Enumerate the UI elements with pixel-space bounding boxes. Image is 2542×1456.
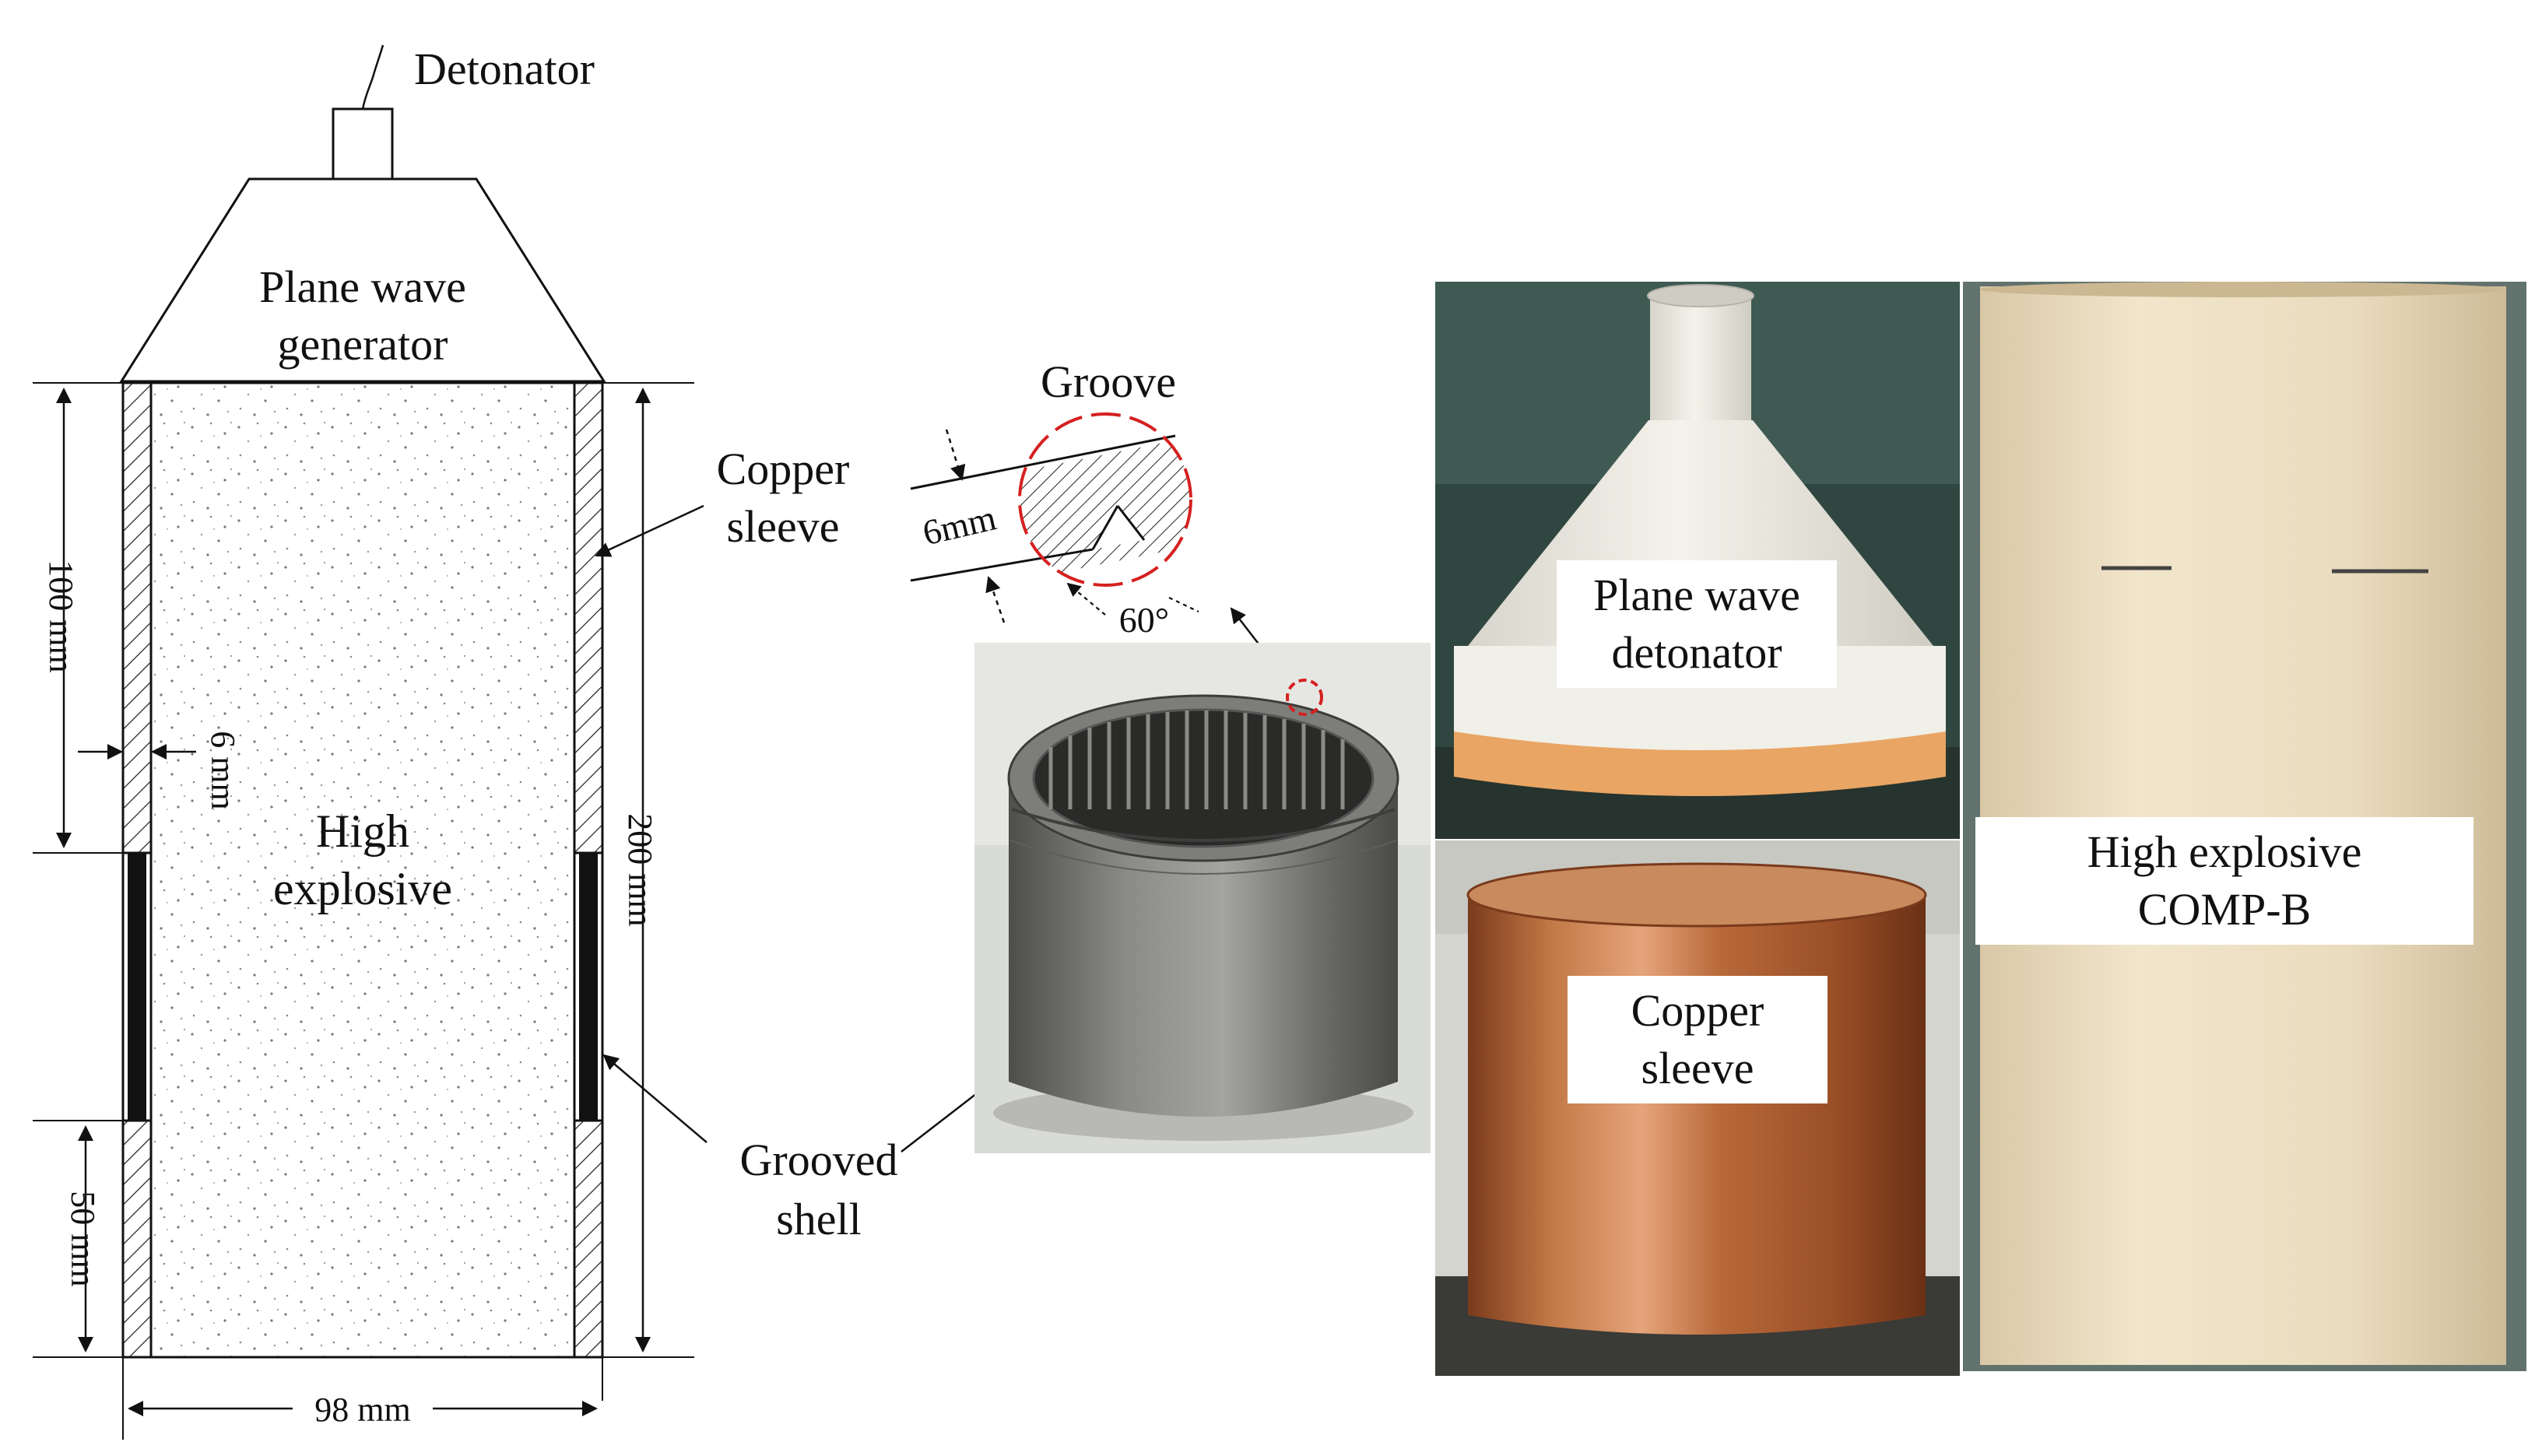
groove-detail: Groove 6mm 60° [910,356,1285,678]
dim-6-label: 6 mm [204,731,242,809]
high-explosive-charge [149,381,576,1359]
grooved-shell-label-2: shell [776,1194,862,1244]
groove-angle-arrow-1 [1066,582,1106,616]
pwd-orange-layer [1454,732,1946,796]
grooved-shell-leader-left [602,1054,707,1143]
dim-200-label: 200 mm [621,813,659,926]
explosive-label-1: High [316,805,409,857]
right-copper-sleeve-upper [573,381,604,854]
he-label-1: High explosive [2087,826,2362,877]
grooved-shell-label-1: Grooved [740,1135,898,1185]
groove-v-notch [1093,506,1144,549]
pwd-label-2: detonator [1611,627,1782,678]
pwd-neck [1650,294,1751,434]
generator-label-2: generator [278,319,448,370]
grooved-shell-photo [974,643,1431,1153]
detonator-wire [361,44,384,110]
copper-sleeve-label-2: sleeve [727,501,840,552]
left-shell-groove-band [128,853,146,1121]
groove-depth-arrow-top [945,429,966,481]
high-explosive-photo: High explosive COMP-B [1963,282,2526,1371]
right-shell-groove-band [579,853,598,1121]
explosive-label-2: explosive [273,863,452,914]
shell-body [1009,778,1398,1117]
dim-50-label: 50 mm [64,1191,102,1286]
dim-98-label-bg [293,1385,433,1429]
schematic: Detonator Plane wave generator High expl… [33,44,1040,1440]
pwd-label-1: Plane wave [1593,570,1800,620]
shell-inner-opening [1032,708,1375,848]
groove-hatched-section [1020,436,1191,584]
generator-label-1: Plane wave [259,261,466,312]
shell-inner-grooves [1048,710,1345,809]
groove-angle-label: 60° [1119,600,1169,640]
plane-wave-generator [119,177,606,383]
groove-notch-edge-1 [1091,505,1119,550]
copper-sleeve-leader [595,504,704,557]
groove-surface-bottom [910,548,1094,582]
left-copper-sleeve-lower [121,1119,153,1359]
right-copper-sleeve-lower [573,1119,604,1359]
he-label-2: COMP-B [2138,884,2311,935]
pwd-label-box [1557,560,1837,688]
he-label-box [1975,817,2474,945]
left-copper-sleeve-upper [121,381,153,854]
groove-detail-circle [1018,412,1192,587]
copper-sleeve-body [1468,895,1926,1335]
groove-angle-arrow-2 [1168,597,1199,612]
detonator-label: Detonator [414,44,595,94]
groove-depth-arrow-bottom [985,576,1006,623]
detonator-box [332,107,394,181]
copper-label-2: sleeve [1641,1043,1754,1093]
groove-title: Groove [1041,356,1176,407]
plane-wave-photo: Plane wave detonator [1435,282,1960,839]
copper-label-1: Copper [1631,985,1764,1036]
shell-groove-marker [1286,679,1323,716]
dim-98-label: 98 mm [314,1391,410,1429]
copper-sleeve-top-rim [1466,862,1927,928]
dim-100-label: 100 mm [42,560,80,672]
copper-sleeve-label-1: Copper [717,444,850,494]
copper-label-box [1568,976,1828,1103]
copper-sleeve-photo: Copper sleeve [1435,840,1960,1376]
groove-notch-edge-2 [1116,505,1146,541]
groove-depth-label: 6mm [919,497,1000,553]
